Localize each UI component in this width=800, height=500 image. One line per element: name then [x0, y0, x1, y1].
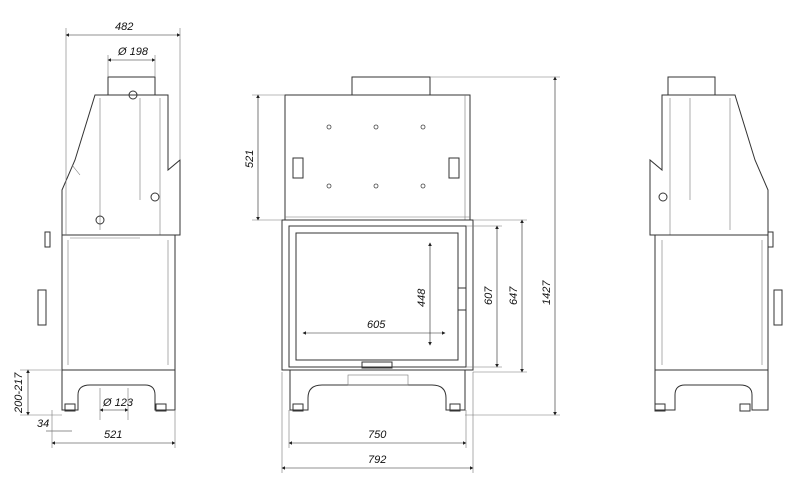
dim-upper-height: 521	[244, 150, 256, 168]
dim-glass-height: 448	[416, 288, 428, 307]
dim-door-height: 607	[483, 286, 495, 305]
dim-total-height: 1427	[541, 280, 553, 305]
dim-depth: 521	[104, 429, 122, 441]
dim-leg-offset: 34	[37, 418, 49, 430]
dim-leg-height: 200-217	[13, 372, 25, 414]
dim-flue-diameter: Ø 198	[117, 46, 149, 58]
dim-front-height: 647	[508, 286, 520, 305]
dim-width-top: 482	[115, 21, 133, 33]
front-view: 521 448 605 607 647 1427 750 792	[244, 76, 560, 473]
dim-glass-width: 605	[367, 319, 386, 331]
right-side-view	[649, 76, 783, 412]
dim-air-inlet-diameter: Ø 123	[102, 397, 134, 409]
dim-inner-width: 750	[368, 429, 387, 441]
left-side-view: 482 Ø 198 200-217 34 521 Ø 123	[13, 21, 181, 448]
dim-total-width: 792	[368, 454, 386, 466]
